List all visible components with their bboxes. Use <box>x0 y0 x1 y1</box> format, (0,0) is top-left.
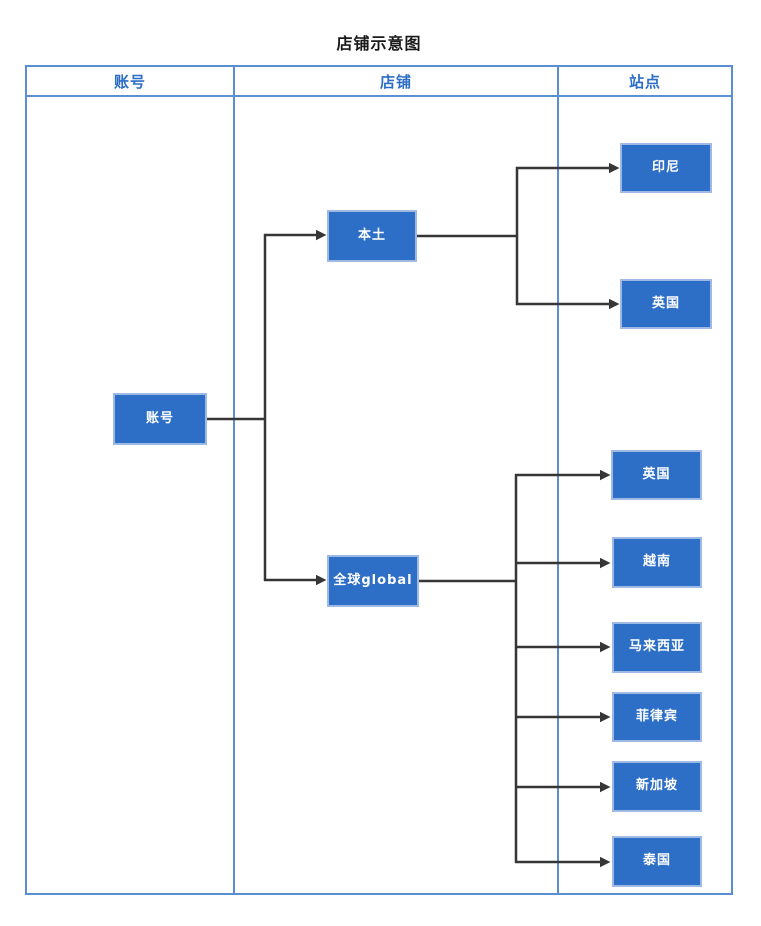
column-header-account: 账号 <box>113 72 146 91</box>
header-separator-line <box>27 95 731 97</box>
node-store-global: 全球global <box>327 555 419 607</box>
node-account: 账号 <box>113 393 207 445</box>
node-site-malaysia: 马来西亚 <box>612 622 702 673</box>
lane-divider-2 <box>557 67 559 893</box>
page-title: 店铺示意图 <box>336 34 422 53</box>
node-site-uk-local: 英国 <box>620 279 712 329</box>
swimlane-table: 账号 店铺 站点 <box>25 65 733 895</box>
lane-divider-1 <box>233 67 235 893</box>
node-store-local: 本土 <box>327 210 417 262</box>
node-site-philippines: 菲律宾 <box>612 692 702 742</box>
node-site-uk-global: 英国 <box>611 450 702 500</box>
node-site-thailand: 泰国 <box>612 836 702 887</box>
node-site-vietnam: 越南 <box>612 537 702 588</box>
column-header-store: 店铺 <box>379 72 412 91</box>
node-site-indonesia: 印尼 <box>620 143 712 193</box>
column-header-site: 站点 <box>628 72 661 91</box>
node-site-singapore: 新加坡 <box>612 761 702 812</box>
